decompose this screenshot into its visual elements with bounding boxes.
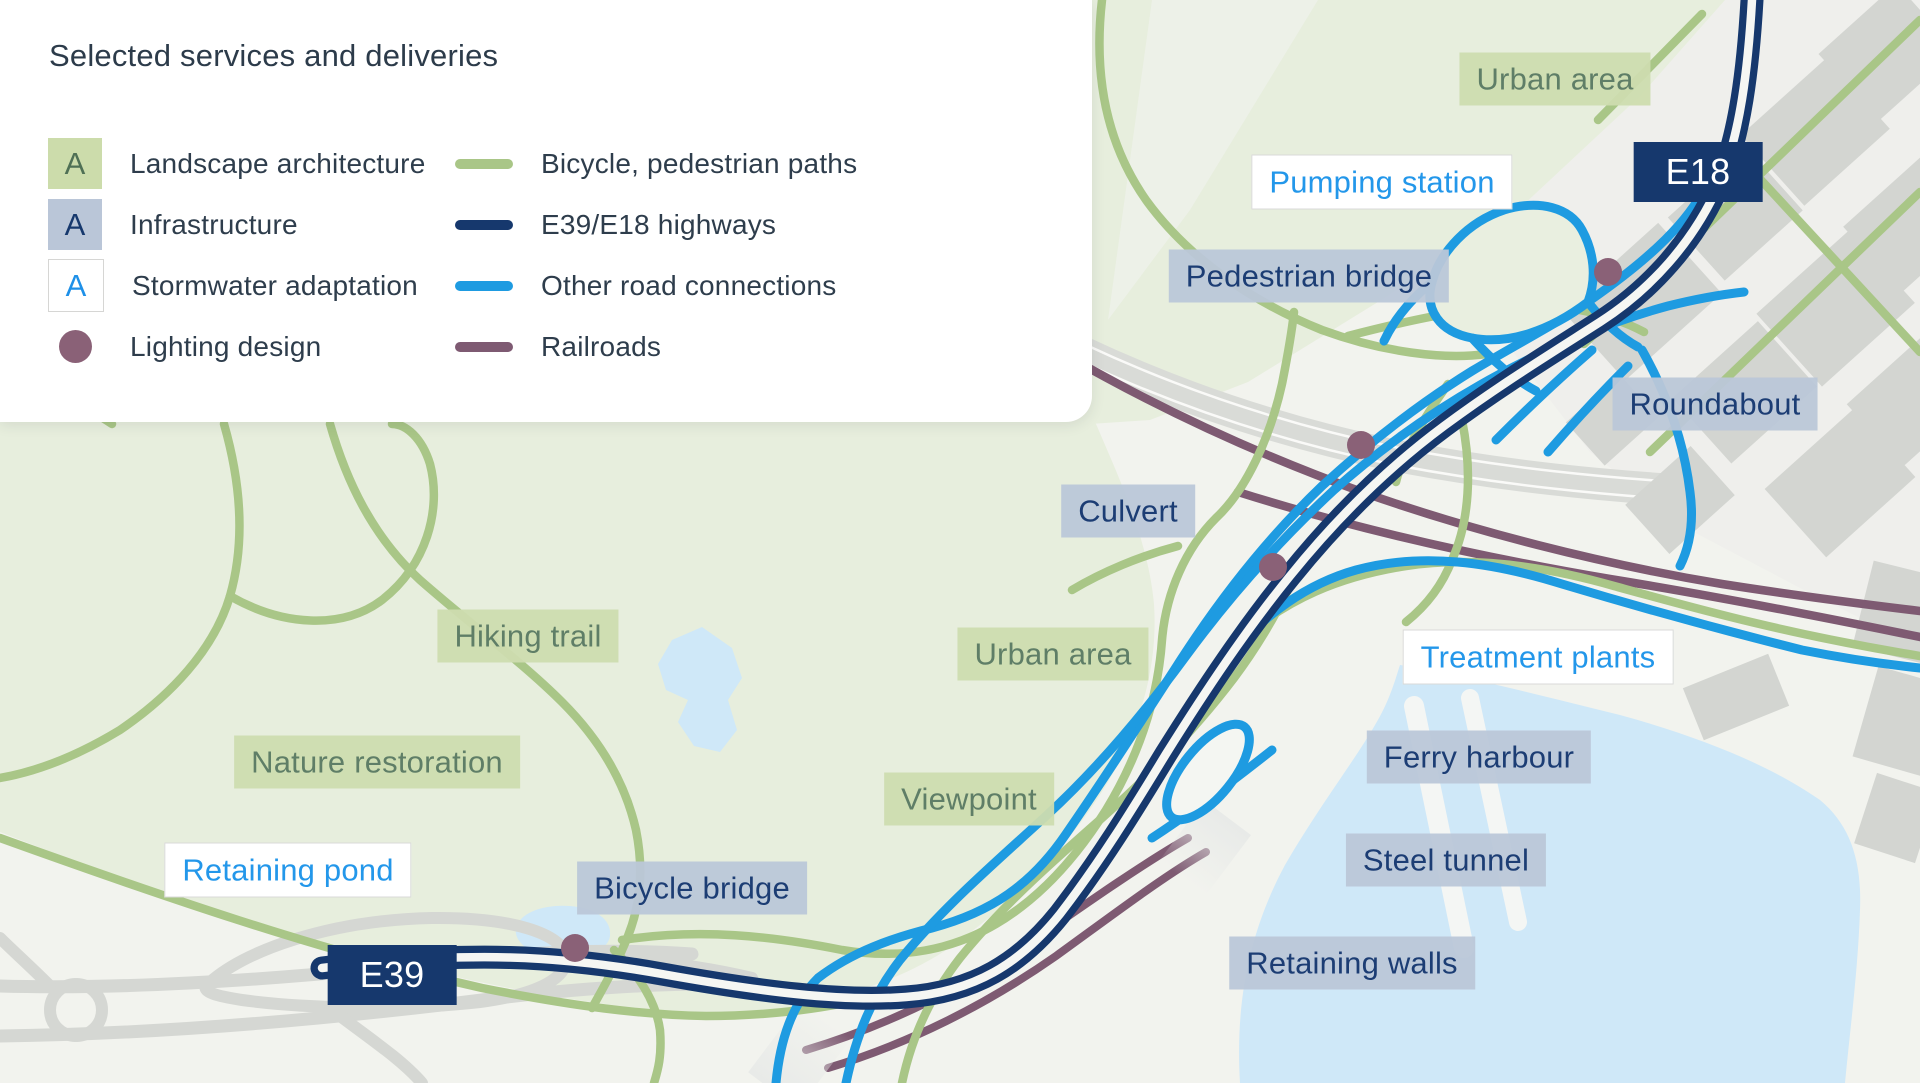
infrastructure-swatch: A [48, 199, 102, 250]
legend-item-railroads: Railroads [455, 321, 857, 372]
lighting-design-dot-swatch [48, 321, 102, 372]
roundabout-label: Roundabout [1612, 377, 1818, 431]
legend-column-lines: Bicycle, pedestrian paths E39/E18 highwa… [455, 138, 857, 382]
lighting-marker-interchange [1594, 258, 1622, 286]
legend-item-label: Other road connections [541, 269, 837, 301]
legend-item-bicycle-pedestrian-paths: Bicycle, pedestrian paths [455, 138, 857, 189]
legend-panel: Selected services and deliveries A Lands… [0, 0, 1092, 422]
legend-item-infrastructure: A Infrastructure [48, 199, 425, 250]
bicycle-bridge-label: Bicycle bridge [577, 861, 807, 915]
legend-item-label: Landscape architecture [130, 147, 426, 179]
legend-item-stormwater-adaptation: A Stormwater adaptation [48, 259, 425, 312]
lighting-marker-culvert-north [1347, 431, 1375, 459]
legend-title: Selected services and deliveries [49, 38, 499, 73]
lighting-marker-culvert-south [1259, 553, 1287, 581]
highway-line-swatch [455, 199, 513, 250]
swatch-letter: A [64, 206, 86, 242]
steel-tunnel-label: Steel tunnel [1345, 833, 1547, 887]
swatch-letter: A [65, 267, 87, 303]
culvert-label: Culvert [1061, 484, 1195, 538]
urban-area-north-label: Urban area [1459, 52, 1651, 106]
legend-item-label: Infrastructure [130, 208, 298, 240]
urban-area-central-label: Urban area [957, 627, 1149, 681]
e39-label: E39 [327, 945, 457, 1005]
pedestrian-bridge-label: Pedestrian bridge [1168, 249, 1450, 303]
retaining-pond-label: Retaining pond [164, 842, 412, 898]
legend-item-label: Lighting design [130, 330, 322, 362]
stormwater-adaptation-swatch: A [48, 259, 104, 312]
pumping-station-label: Pumping station [1251, 154, 1513, 210]
legend-item-label: Stormwater adaptation [132, 269, 418, 301]
bicycle-path-line-swatch [455, 138, 513, 189]
legend-item-other-road-connections: Other road connections [455, 260, 857, 311]
legend-column-services: A Landscape architecture A Infrastructur… [48, 138, 425, 382]
nature-restoration-label: Nature restoration [234, 735, 520, 789]
e18-label: E18 [1633, 142, 1763, 202]
lighting-marker-bicycle-bridge [561, 934, 589, 962]
ferry-harbour-label: Ferry harbour [1366, 730, 1592, 784]
highway-e39-e18 [310, 0, 1764, 1010]
other-road-line-swatch [455, 260, 513, 311]
railroad-line-swatch [455, 321, 513, 372]
hiking-trail-label: Hiking trail [437, 609, 619, 663]
viewpoint-label: Viewpoint [884, 772, 1054, 826]
landscape-architecture-swatch: A [48, 138, 102, 189]
legend-item-landscape-architecture: A Landscape architecture [48, 138, 425, 189]
legend-item-label: Bicycle, pedestrian paths [541, 147, 858, 179]
legend-item-e39-e18-highways: E39/E18 highways [455, 199, 857, 250]
legend-item-label: Railroads [541, 330, 662, 362]
legend-item-label: E39/E18 highways [541, 208, 777, 240]
other-road-connections [771, 188, 1920, 1083]
legend-item-lighting-design: Lighting design [48, 321, 425, 372]
retaining-walls-label: Retaining walls [1229, 936, 1475, 990]
swatch-letter: A [64, 145, 86, 181]
treatment-plants-label: Treatment plants [1402, 629, 1674, 685]
